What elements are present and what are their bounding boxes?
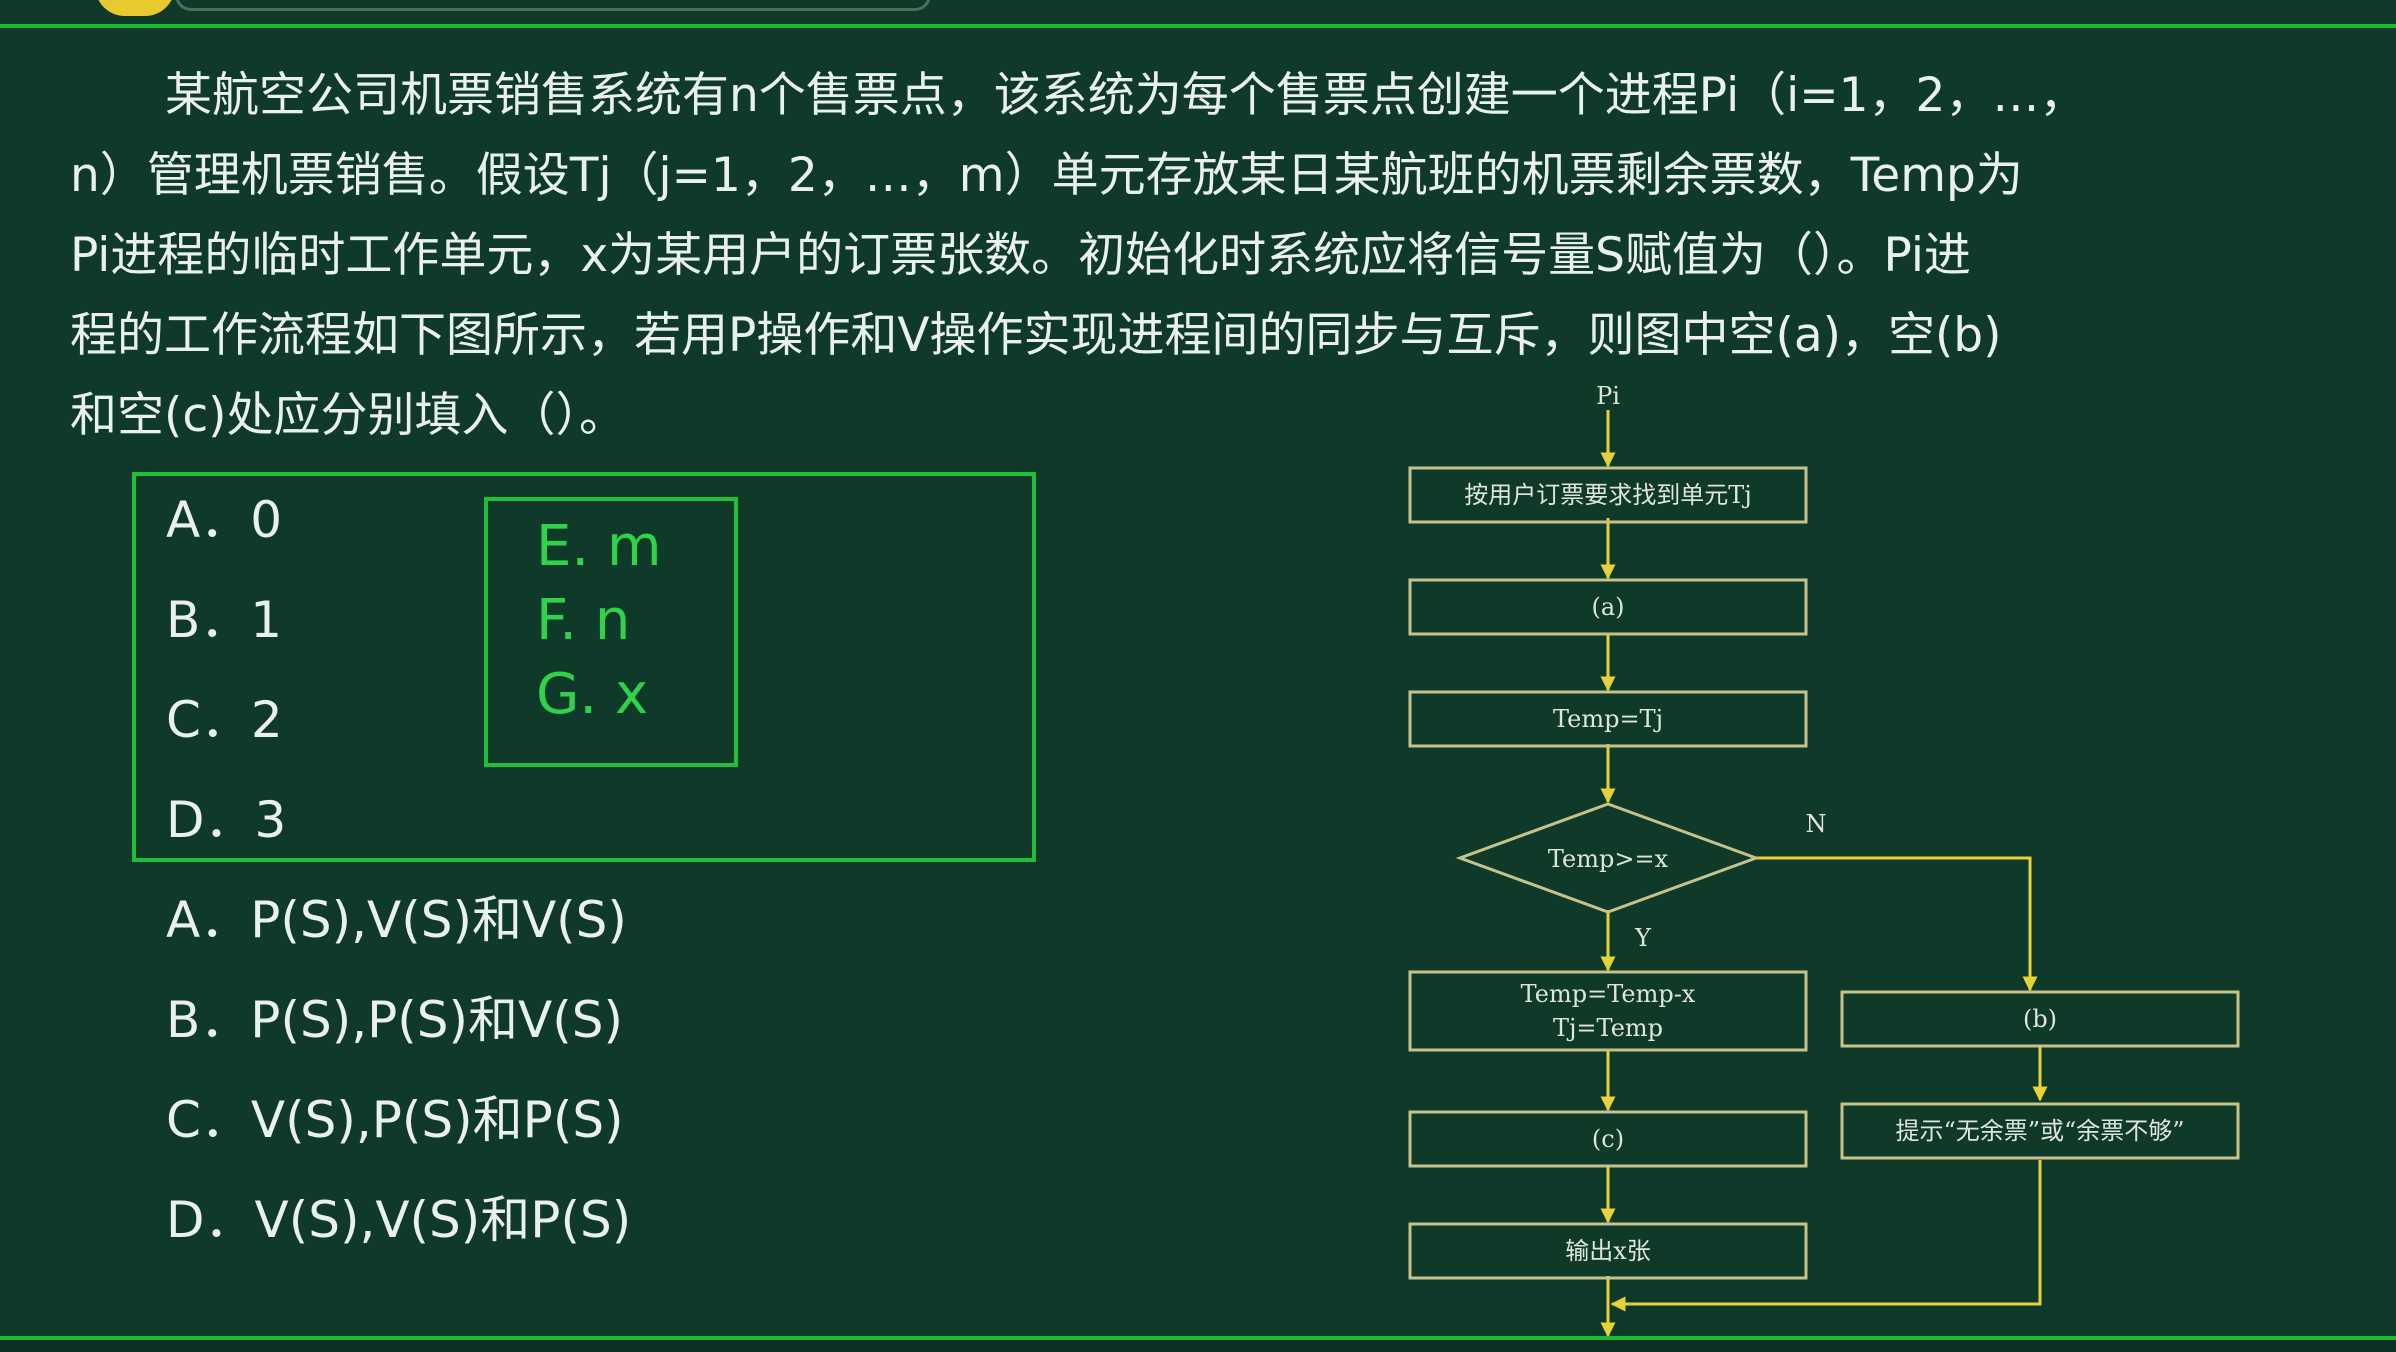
- logo-icon: [95, 0, 175, 16]
- temp-assign-box: [1408, 690, 1808, 748]
- yes-update-box: [1408, 970, 1808, 1052]
- flow-decision-text: Temp>=x: [1548, 845, 1669, 873]
- extra-options-box: [484, 497, 738, 767]
- question-line-1: 某航空公司机票销售系统有n个售票点，该系统为每个售票点创建一个进程Pi（i=1，…: [165, 68, 2087, 123]
- option-s-a[interactable]: A．0: [166, 491, 283, 549]
- option-abc-b[interactable]: B．P(S),P(S)和V(S): [166, 991, 623, 1049]
- flow-output-text: 输出x张: [1565, 1237, 1651, 1265]
- flow-start-label: Pi: [1596, 382, 1620, 410]
- bottom-frame-bar: [0, 1336, 2396, 1352]
- question-line-2: n）管理机票销售。假设Tj（j=1，2，…，m）单元存放某日某航班的机票剩余票数…: [70, 148, 2023, 203]
- option-abc-d[interactable]: D．V(S),V(S)和P(S): [166, 1191, 632, 1249]
- flow-no-msg-text: 提示“无余票”或“余票不够”: [1895, 1117, 2184, 1145]
- flow-blank-b-text: (b): [2023, 1005, 2057, 1033]
- output-box: [1408, 1222, 1808, 1280]
- semaphore-options-box: [132, 472, 1036, 862]
- option-s-c[interactable]: C．2: [166, 691, 283, 749]
- blank-b-box: [1840, 990, 2240, 1048]
- find-unit-box: [1408, 466, 1808, 524]
- blank-a-box: [1408, 578, 1808, 636]
- flow-step1-text: 按用户订票要求找到单元Tj: [1464, 481, 1751, 509]
- flow-connectors: [1600, 410, 2048, 1338]
- flow-blank-c-text: (c): [1592, 1125, 1624, 1153]
- option-extra-f[interactable]: F. n: [536, 588, 631, 653]
- question-line-3: Pi进程的临时工作单元，x为某用户的订票张数。初始化时系统应将信号量S赋值为（）…: [70, 228, 1971, 283]
- blank-c-box: [1408, 1110, 1808, 1168]
- flow-yes-label: Y: [1634, 924, 1652, 952]
- flow-yes-line1: Temp=Temp-x: [1521, 980, 1696, 1008]
- option-extra-g[interactable]: G. x: [536, 662, 649, 727]
- option-s-b[interactable]: B．1: [166, 591, 283, 649]
- question-line-4: 程的工作流程如下图所示，若用P操作和V操作实现进程间的同步与互斥，则图中空(a)…: [70, 308, 2002, 363]
- flow-blank-a-text: (a): [1591, 593, 1624, 621]
- option-abc-c[interactable]: C．V(S),P(S)和P(S): [166, 1091, 624, 1149]
- question-line-5: 和空(c)处应分别填入（）。: [70, 388, 627, 443]
- flow-no-label: N: [1806, 810, 1827, 838]
- flow-yes-line2: Tj=Temp: [1553, 1014, 1663, 1042]
- decision-diamond: [1455, 802, 1761, 914]
- no-ticket-box: [1840, 1102, 2240, 1160]
- option-s-d[interactable]: D．3: [166, 791, 287, 849]
- option-extra-e[interactable]: E. m: [536, 514, 662, 579]
- option-abc-a[interactable]: A．P(S),V(S)和V(S): [166, 891, 627, 949]
- top-frame-bar: [0, 0, 2396, 28]
- flow-step3-text: Temp=Tj: [1553, 705, 1663, 733]
